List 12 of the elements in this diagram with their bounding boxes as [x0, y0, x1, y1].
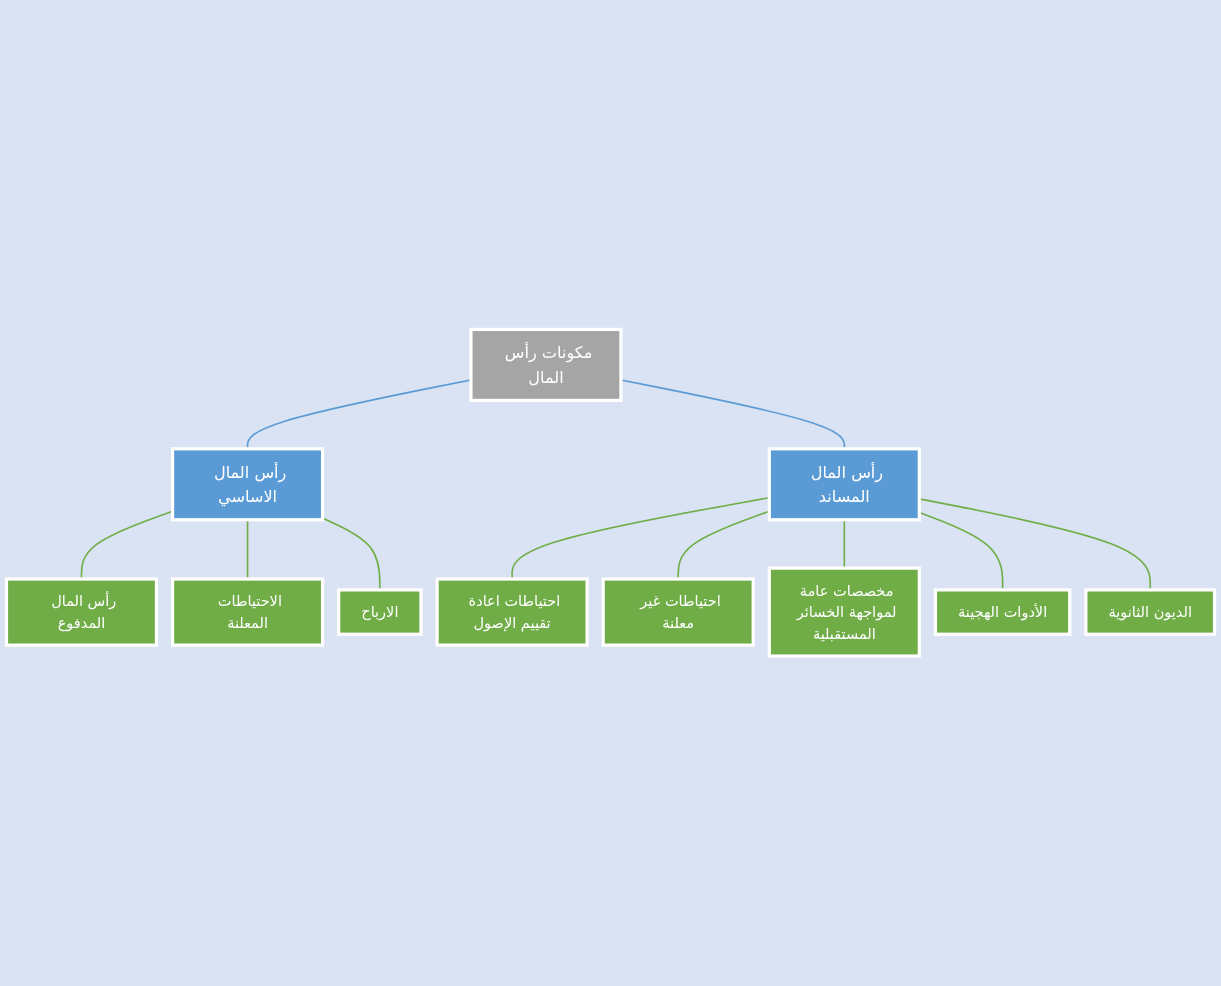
connector [321, 517, 381, 591]
node-box: الأدوات الهجينة [933, 588, 1072, 637]
node-box: احتياطات اعادة تقييم الإصول [435, 577, 589, 647]
node-box: مكونات رأس المال [469, 328, 623, 403]
node-box: الديون الثانوية [1084, 588, 1217, 637]
node-box: الارباح [337, 588, 423, 637]
node-box: احتياطات غير معلنة [601, 577, 755, 647]
node-box: رأس المال المساند [767, 447, 921, 522]
node-box: رأس المال الاساسي [170, 447, 325, 522]
node-box: مخصصات عامة لمواجهة الخسائر المستقبلية [767, 566, 921, 658]
node-box: رأس المال المدفوع [4, 577, 159, 647]
node-box: الاحتياطات المعلنة [170, 577, 325, 647]
